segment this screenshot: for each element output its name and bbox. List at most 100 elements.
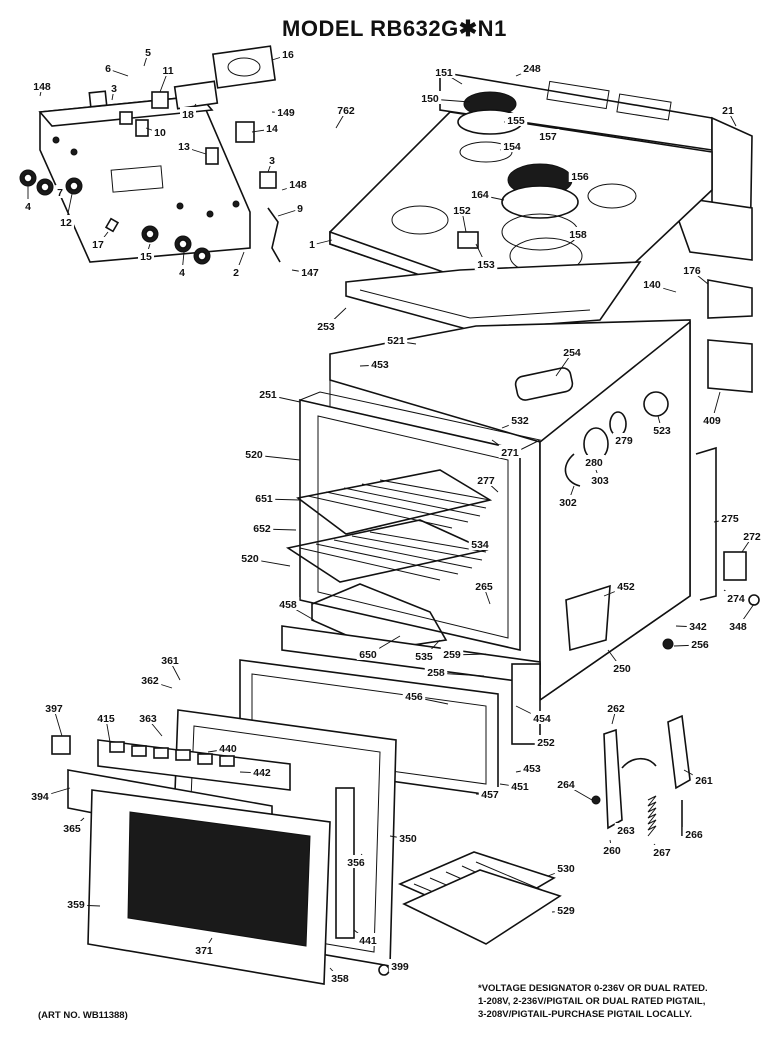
part-number-label: 4 <box>179 267 185 279</box>
part-label-background <box>314 319 338 332</box>
part-number-label: 365 <box>63 823 81 835</box>
part-number-label: 650 <box>359 649 377 661</box>
part-number-label: 152 <box>453 205 471 217</box>
part-number-label: 453 <box>371 359 389 371</box>
part-label-background <box>534 735 558 748</box>
part-number-label: 151 <box>435 67 453 79</box>
voltage-note: *VOLTAGE DESIGNATOR 0-236V OR DUAL RATED… <box>478 982 778 1021</box>
part-label-background <box>412 649 436 662</box>
part-label-background <box>604 701 628 714</box>
part-number-label: 176 <box>683 265 701 277</box>
part-label-background <box>286 177 310 190</box>
part-label-background <box>58 215 74 228</box>
part-number-label: 252 <box>537 737 555 749</box>
part-number-label: 303 <box>591 475 609 487</box>
part-label-background <box>682 827 706 840</box>
part-label-background <box>402 689 426 702</box>
part-number-label: 2 <box>233 267 239 279</box>
part-label-background <box>42 701 66 714</box>
part-label-background <box>726 619 750 632</box>
part-label-background <box>152 125 168 138</box>
part-number-label: 762 <box>337 105 355 117</box>
part-number-label: 1 <box>309 239 315 251</box>
part-number-label: 363 <box>139 713 157 725</box>
oven-door-outer <box>67 739 331 985</box>
part-number-label: 415 <box>97 713 115 725</box>
part-number-label: 279 <box>615 435 633 447</box>
part-number-label: 350 <box>399 833 417 845</box>
part-number-label: 262 <box>607 703 625 715</box>
part-number-label: 348 <box>729 621 747 633</box>
part-number-label: 523 <box>653 425 671 437</box>
part-label-background <box>90 237 106 250</box>
part-number-label: 302 <box>559 497 577 509</box>
part-label-background <box>138 673 162 686</box>
part-number-label: 529 <box>557 905 575 917</box>
part-label-background <box>520 761 544 774</box>
part-number-label: 520 <box>245 449 263 461</box>
part-label-background <box>612 433 636 446</box>
part-label-background <box>720 103 736 116</box>
part-number-label: 13 <box>178 141 190 153</box>
right-side-components <box>564 279 753 652</box>
part-number-label: 452 <box>617 581 635 593</box>
part-label-background <box>238 551 262 564</box>
part-label-background <box>474 473 498 486</box>
part-label-background <box>536 129 560 142</box>
part-number-label: 260 <box>603 845 621 857</box>
part-label-background <box>109 81 119 94</box>
part-label-background <box>686 619 710 632</box>
part-label-background <box>256 387 280 400</box>
part-label-background <box>650 423 674 436</box>
part-label-background <box>474 257 498 270</box>
part-number-label: 267 <box>653 847 671 859</box>
part-number-label: 532 <box>511 415 529 427</box>
part-number-label: 16 <box>282 49 294 61</box>
part-label-background <box>472 579 496 592</box>
part-number-label: 155 <box>507 115 525 127</box>
part-label-background <box>500 139 524 152</box>
part-label-background <box>554 777 578 790</box>
part-number-label: 251 <box>259 389 277 401</box>
part-number-label: 10 <box>154 127 166 139</box>
part-number-label: 275 <box>721 513 739 525</box>
part-number-label: 5 <box>145 47 151 59</box>
part-label-background <box>138 249 154 262</box>
part-number-label: 4 <box>25 201 31 213</box>
part-label-background <box>450 203 474 216</box>
part-number-label: 535 <box>415 651 433 663</box>
part-label-background <box>424 665 448 678</box>
part-label-background <box>680 263 704 276</box>
part-label-background <box>610 661 634 674</box>
part-number-label: 164 <box>471 189 489 201</box>
part-label-background <box>468 187 492 200</box>
part-number-label: 153 <box>477 259 495 271</box>
part-label-background <box>328 971 352 984</box>
part-label-background <box>614 823 638 836</box>
part-number-label: 362 <box>141 675 159 687</box>
part-label-background <box>588 473 612 486</box>
part-label-background <box>640 277 664 290</box>
part-label-background <box>566 227 590 240</box>
part-label-background <box>356 647 380 660</box>
part-label-background <box>252 491 276 504</box>
part-label-background <box>508 413 532 426</box>
part-number-label: 397 <box>45 703 63 715</box>
part-number-label: 520 <box>241 553 259 565</box>
part-label-background <box>307 237 317 250</box>
part-number-label: 6 <box>105 63 111 75</box>
part-label-background <box>560 345 584 358</box>
part-number-label: 274 <box>727 593 745 605</box>
part-number-label: 21 <box>722 105 734 117</box>
part-label-background <box>136 711 160 724</box>
part-number-label: 258 <box>427 667 445 679</box>
note-line: *VOLTAGE DESIGNATOR 0-236V OR DUAL RATED… <box>478 983 708 994</box>
part-label-background <box>568 169 592 182</box>
part-label-background <box>177 265 187 278</box>
part-number-label: 150 <box>421 93 439 105</box>
part-label-background <box>498 445 522 458</box>
part-number-label: 394 <box>31 791 49 803</box>
part-number-label: 3 <box>111 83 117 95</box>
part-number-label: 652 <box>253 523 271 535</box>
